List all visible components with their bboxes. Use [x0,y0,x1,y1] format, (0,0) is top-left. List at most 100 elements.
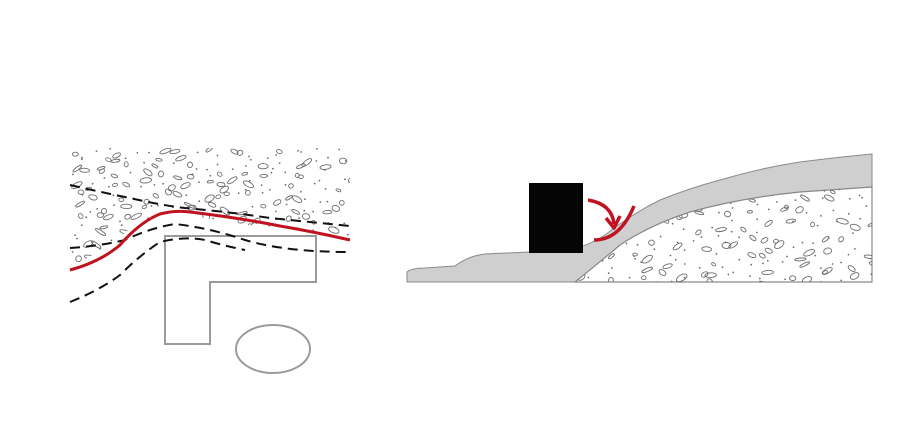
soil-grain [298,217,300,220]
soil-grain [274,210,277,213]
soil-grain [789,275,797,282]
soil-grain [641,275,647,281]
soil-grain [204,233,206,235]
soil-grain [81,193,84,196]
soil-grain [241,171,249,176]
soil-grain [800,194,810,202]
soil-grain [160,270,162,272]
soil-grain [205,148,213,153]
soil-grain [120,203,133,210]
soil-grain [295,240,305,246]
soil-grain [329,246,332,249]
soil-grain [198,200,201,203]
soil-grain [298,256,307,264]
soil-grain [210,269,212,271]
soil-grain [324,188,327,190]
soil-grain [71,173,74,176]
soil-grain [143,198,150,205]
soil-grain [71,151,79,157]
soil-grain [110,239,113,242]
soil-grain [110,158,121,163]
soil-grain [278,162,281,165]
soil-grain [72,164,83,173]
soil-grain [162,182,165,185]
soil-grain [231,168,234,171]
soil-grain [185,194,188,197]
soil-grain [628,276,631,279]
soil-grain [666,193,668,196]
soil-grain [77,213,84,219]
soil-grain [727,273,730,276]
soil-grain [210,254,219,259]
soil-grain [758,280,769,282]
soil-grain [85,216,88,219]
soil-grain [696,291,698,293]
soil-grain [814,254,817,257]
soil-grain [675,273,688,282]
soil-grain [632,252,638,257]
soil-grain [683,263,686,265]
soil-grain [738,236,740,239]
soil-grain [350,192,361,198]
soil-grain [285,203,288,206]
soil-grain [634,257,636,260]
soil-grain [728,241,738,249]
soil-grain [676,241,679,244]
soil-grain [94,270,96,272]
soil-grain [172,191,183,198]
soil-grain [183,202,196,209]
soil-grain [732,271,735,274]
soil-grain [186,259,196,266]
soil-grain [628,193,631,196]
soil-grain [625,242,628,245]
soil-grain [624,287,626,289]
soil-grain [243,180,254,189]
soil-grain [847,212,850,215]
soil-grain [99,248,102,250]
soil-grain [260,184,263,187]
soil-grain [244,188,247,191]
soil-grain [88,194,98,201]
soil-grain [313,182,316,185]
soil-grain [701,246,712,252]
dashed-line-lower [69,237,246,303]
soil-grain [859,217,862,220]
soil-grain [181,244,184,247]
soil-grain [300,151,302,153]
soil-grain [731,219,733,222]
soil-grain [729,202,732,205]
soil-grain [168,251,174,258]
soil-grain [615,203,618,206]
soil-grain [279,260,290,265]
soil-grain [779,287,781,289]
soil-grain [343,222,346,225]
soil-grain [758,252,766,259]
soil-grain [774,240,785,250]
soil-grain [127,272,129,274]
soil-grain [749,234,757,242]
soil-grain [276,149,283,155]
soil-grain [142,270,144,272]
soil-grain [718,211,720,214]
soil-grain [245,165,247,167]
soil-grain [235,262,238,265]
soil-grain [810,221,816,228]
soil-grain [191,216,198,223]
soil-grain [794,199,797,202]
soil-grain [216,182,226,187]
soil-grain [821,267,833,275]
soil-grain [75,200,86,208]
soil-grain [323,169,326,171]
soil-grain [129,171,132,174]
soil-grain [786,255,788,258]
soil-grain [598,226,601,228]
soil-grain [303,209,306,212]
soil-grain [636,243,639,246]
soil-grain [799,289,811,295]
l-shaped-structure [164,235,317,345]
soil-grain [270,268,278,272]
soil-grain [352,148,358,154]
soil-grain [173,175,183,181]
soil-grain [223,246,226,249]
